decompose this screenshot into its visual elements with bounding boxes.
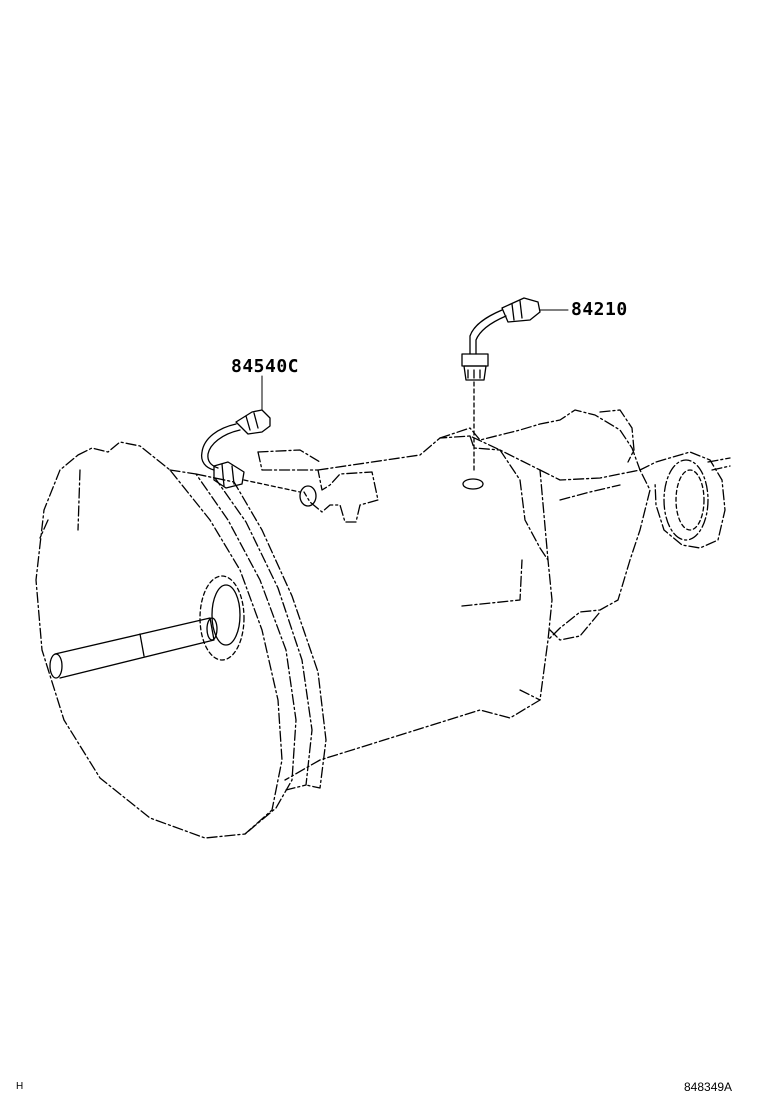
leader-lines bbox=[261, 309, 569, 411]
rear-housing bbox=[599, 409, 731, 549]
input-shaft bbox=[49, 575, 245, 679]
part-label-84540c: 84540C bbox=[231, 356, 300, 377]
main-case bbox=[257, 409, 651, 781]
sensor-84540c bbox=[200, 409, 317, 507]
bell-housing bbox=[35, 441, 327, 839]
illustration-code: 848349A bbox=[684, 1080, 733, 1094]
corner-marker: H bbox=[16, 1081, 24, 1092]
switch-84210 bbox=[461, 297, 541, 490]
part-label-84210: 84210 bbox=[571, 299, 628, 320]
